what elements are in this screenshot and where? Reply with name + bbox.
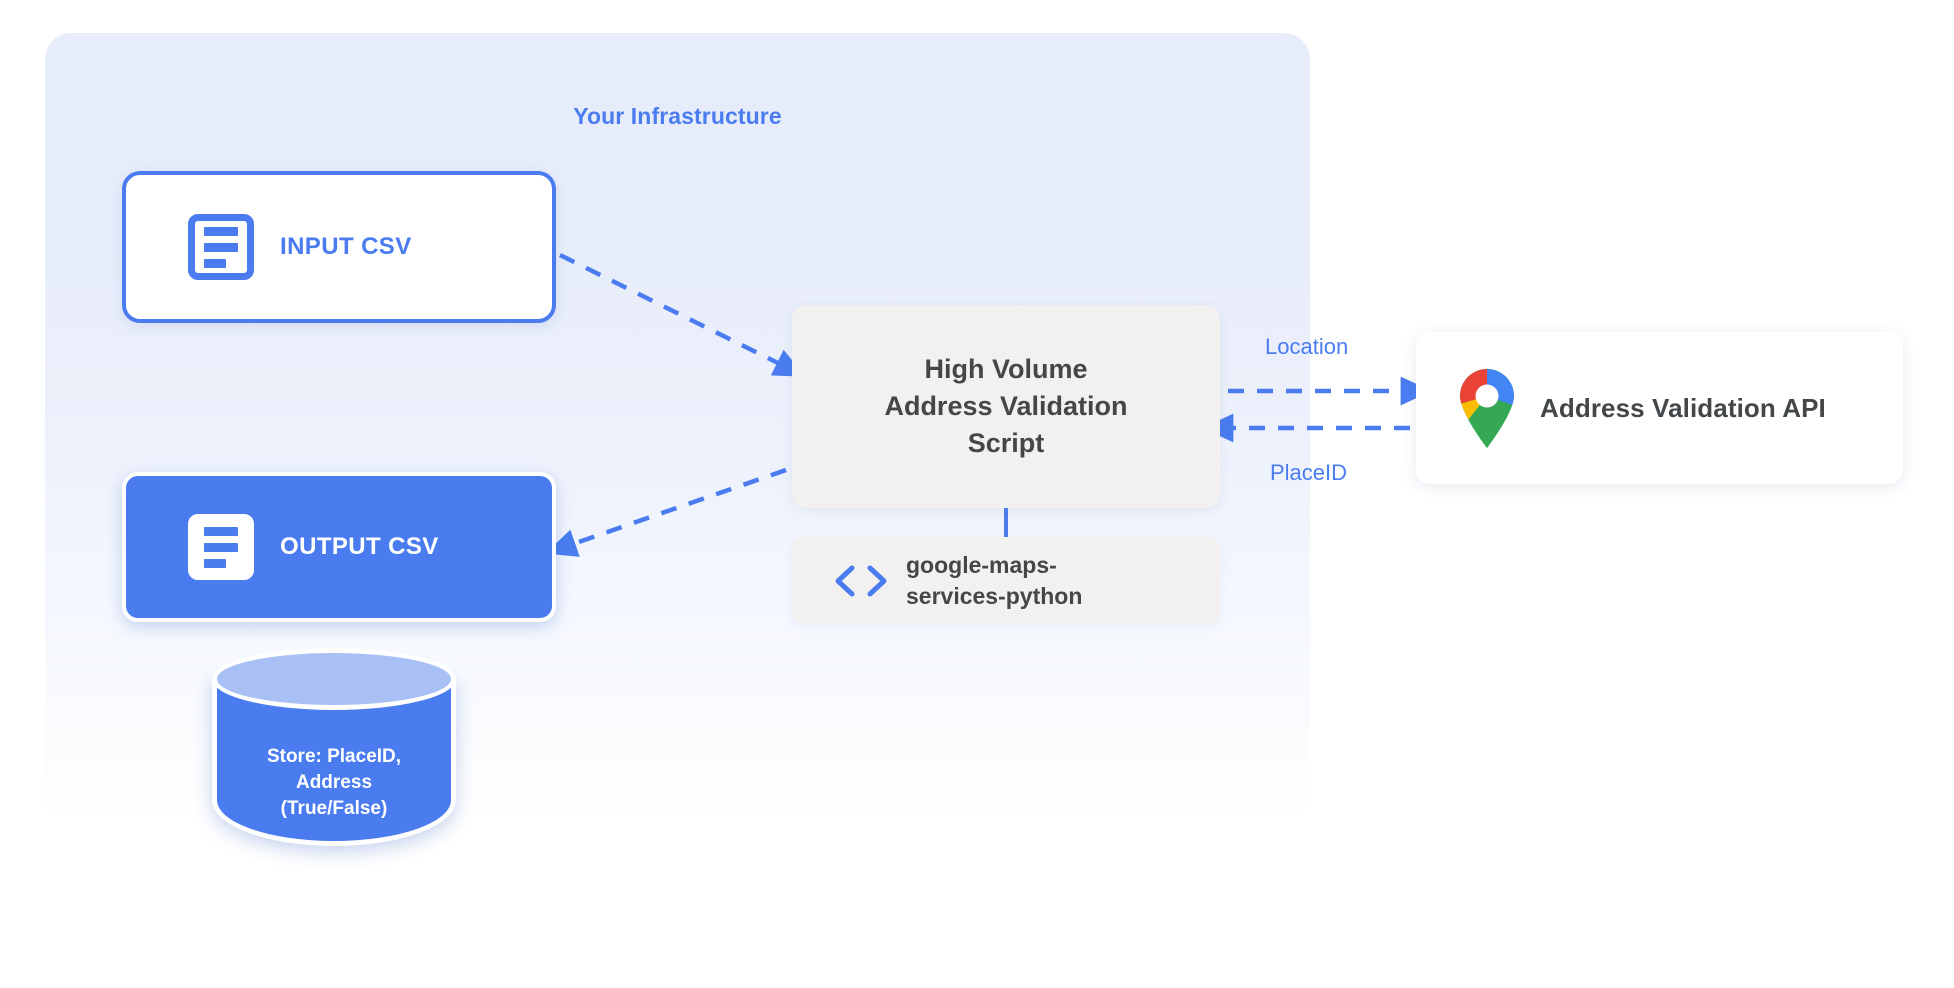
database-label: Store: PlaceID, Address (True/False) [212,744,456,821]
library-node[interactable]: google-maps- services-python [792,537,1220,624]
output-csv-label: OUTPUT CSV [280,533,439,560]
script-label-line3: Script [967,428,1045,459]
code-brackets-icon [832,564,890,598]
flow-label-location: Location [1265,334,1349,359]
document-lines-icon [188,514,254,580]
database-label-line2: Address [295,771,373,793]
flow-label-placeid: PlaceID [1270,460,1348,485]
input-csv-label: INPUT CSV [280,233,412,260]
script-label-line1: High Volume [924,353,1088,384]
script-label-line2: Address Validation [884,390,1128,421]
api-label: Address Validation API [1540,392,1826,423]
script-node[interactable]: High Volume Address Validation Script [792,305,1220,508]
database-label-line3: (True/False) [280,797,388,819]
library-label: google-maps- services-python [906,550,1082,611]
database-cylinder-body [212,676,456,846]
database-label-line1: Store: PlaceID, [266,746,402,767]
library-label-line1: google-maps- [906,551,1057,578]
database-cylinder-top [212,648,456,710]
input-csv-node[interactable]: INPUT CSV [122,171,556,323]
output-csv-node[interactable]: OUTPUT CSV [122,472,556,622]
database-node[interactable]: Store: PlaceID, Address (True/False) [212,648,456,872]
script-library-connector [1004,508,1008,537]
address-validation-api-node[interactable]: Address Validation API [1416,332,1903,484]
google-maps-pin-icon [1456,367,1518,449]
panel-title: Your Infrastructure [573,103,782,129]
library-label-line2: services-python [906,582,1083,609]
script-label: High Volume Address Validation Script [884,351,1127,463]
document-lines-icon [188,214,254,280]
